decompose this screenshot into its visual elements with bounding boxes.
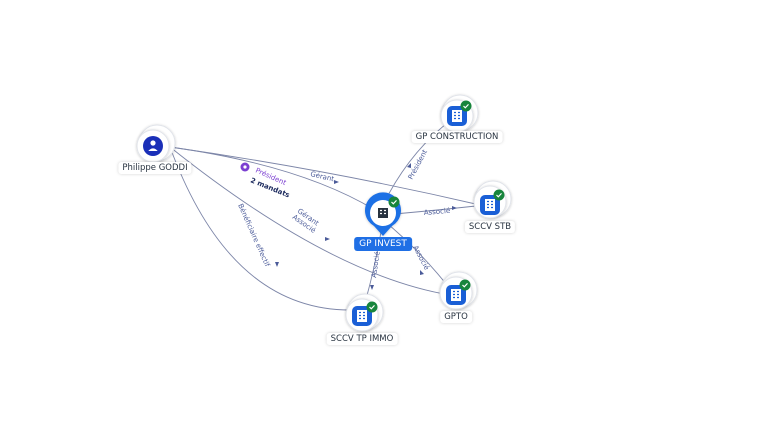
node-label-gpto[interactable]: GPTO (440, 311, 472, 323)
edge-label-associe: Associé (411, 244, 430, 271)
verified-check-icon (460, 100, 472, 112)
building-icon (447, 106, 467, 126)
edge-label-associe: Associé (370, 251, 382, 278)
node-label-sccv-tp-immo[interactable]: SCCV TP IMMO (326, 333, 398, 345)
edge-label-associe: Associé (423, 207, 450, 217)
arrow-icon (334, 180, 339, 184)
arrow-icon (452, 206, 457, 210)
verified-check-icon (366, 301, 378, 313)
arrow-icon (275, 262, 279, 267)
node-label-gp-invest[interactable]: GP INVEST (354, 237, 412, 251)
building-icon (378, 208, 388, 218)
arrow-icon (370, 285, 374, 290)
verified-check-icon (388, 196, 400, 208)
node-label-gp-construction[interactable]: GP CONSTRUCTION (411, 131, 503, 143)
building-icon (446, 285, 466, 305)
building-icon (352, 306, 372, 326)
person-icon (143, 136, 163, 156)
edge-label-beneficiaire: Bénéficiaire effectif (236, 203, 271, 269)
arrow-icon (325, 237, 330, 241)
arrow-icon (407, 163, 411, 168)
node-gp-construction[interactable] (440, 94, 479, 133)
node-label-philippe-goddi[interactable]: Philippe GODDI (118, 162, 192, 174)
verified-check-icon (493, 189, 505, 201)
mandate-badge-icon (240, 162, 250, 172)
edge-person-tpimmo (169, 146, 351, 311)
node-sccv-stb[interactable] (473, 180, 512, 219)
edge-label-gerant: Gérant (310, 170, 336, 183)
edge-person-gpto (169, 146, 451, 296)
node-label-sccv-stb[interactable]: SCCV STB (464, 221, 516, 233)
node-sccv-tp-immo[interactable] (345, 293, 384, 332)
node-gpto[interactable] (439, 271, 478, 310)
node-philippe-goddi[interactable] (136, 124, 176, 163)
arrow-icon (420, 270, 424, 275)
node-gp-invest[interactable] (365, 192, 401, 236)
verified-check-icon (459, 279, 471, 291)
edge-person-stb (169, 146, 481, 206)
building-icon (480, 195, 500, 215)
